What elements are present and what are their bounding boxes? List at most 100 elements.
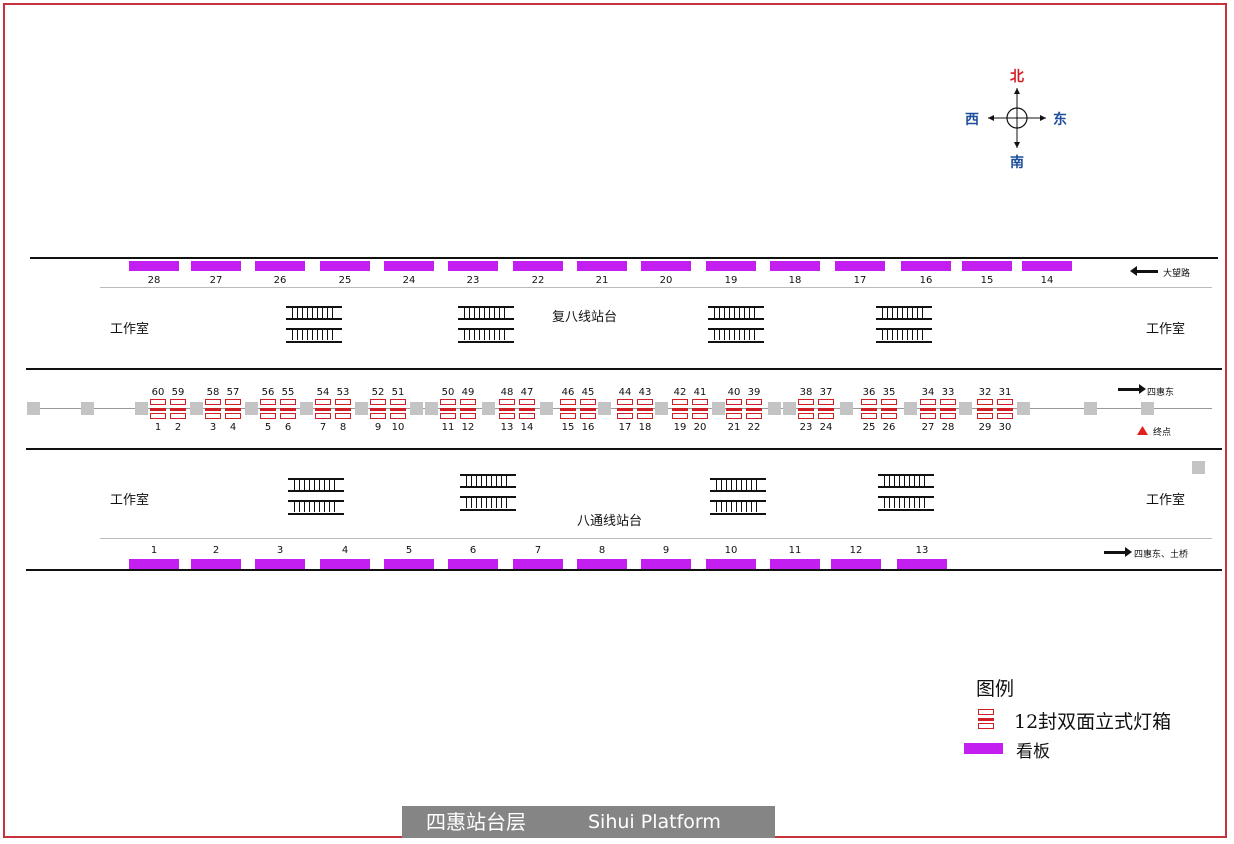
lightbox-number-bottom: 11 xyxy=(441,422,455,433)
north-platform-name: 复八线站台 xyxy=(552,310,618,325)
stairs-icon xyxy=(286,306,342,344)
lightbox-number-bottom: 4 xyxy=(229,422,237,433)
lightbox-icon xyxy=(519,399,535,419)
north-wall-line xyxy=(30,257,1218,259)
lightbox-number-bottom: 7 xyxy=(319,422,327,433)
pillar-square xyxy=(27,402,40,415)
lightbox-icon xyxy=(335,399,351,419)
pillar-square xyxy=(1192,461,1205,474)
billboard-legend-icon xyxy=(964,743,1003,754)
lightbox-number-bottom: 2 xyxy=(174,422,182,433)
billboard xyxy=(962,261,1012,271)
lightbox-number-top: 56 xyxy=(261,387,275,398)
lightbox-icon xyxy=(580,399,596,419)
lightbox-number-bottom: 23 xyxy=(799,422,813,433)
billboard xyxy=(1022,261,1072,271)
compass-east: 东 xyxy=(1053,112,1067,128)
lightbox-icon xyxy=(150,399,166,419)
billboard xyxy=(831,559,881,569)
lightbox-icon xyxy=(499,399,515,419)
legend-billboard-label: 看板 xyxy=(1016,742,1050,762)
lightbox-number-bottom: 20 xyxy=(693,422,707,433)
billboard xyxy=(384,261,434,271)
lightbox-icon xyxy=(315,399,331,419)
billboard xyxy=(577,261,627,271)
south-platform-name: 八通线站台 xyxy=(577,514,643,529)
stairs-icon xyxy=(710,478,766,516)
pillar-square xyxy=(355,402,368,415)
pillar-square xyxy=(245,402,258,415)
lightbox-number-top: 53 xyxy=(336,387,350,398)
lightbox-number-top: 55 xyxy=(281,387,295,398)
lightbox-icon xyxy=(746,399,762,419)
lightbox-number-top: 33 xyxy=(941,387,955,398)
billboard xyxy=(191,261,241,271)
lightbox-number-top: 44 xyxy=(618,387,632,398)
lightbox-icon xyxy=(637,399,653,419)
billboard-number: 22 xyxy=(531,275,545,286)
billboard xyxy=(255,559,305,569)
pillar-square xyxy=(135,402,148,415)
lightbox-number-top: 57 xyxy=(226,387,240,398)
north-right-room: 工作室 xyxy=(1146,322,1186,337)
lightbox-icon xyxy=(977,399,993,419)
lightbox-icon xyxy=(861,399,877,419)
billboard xyxy=(897,559,947,569)
billboard-number: 1 xyxy=(150,545,158,556)
stairs-icon xyxy=(878,474,934,512)
billboard-number: 20 xyxy=(659,275,673,286)
pillar-square xyxy=(300,402,313,415)
lightbox-number-top: 34 xyxy=(921,387,935,398)
billboard xyxy=(320,261,370,271)
north-platform-edge xyxy=(100,287,1212,288)
lightbox-number-top: 50 xyxy=(441,387,455,398)
lightbox-number-top: 59 xyxy=(171,387,185,398)
footer-title-bar: 四惠站台层 Sihui Platform xyxy=(402,806,775,838)
lightbox-icon xyxy=(205,399,221,419)
lightbox-number-bottom: 19 xyxy=(673,422,687,433)
pillar-square xyxy=(840,402,853,415)
billboard-number: 24 xyxy=(402,275,416,286)
lightbox-number-bottom: 12 xyxy=(461,422,475,433)
compass-south: 南 xyxy=(1010,155,1024,171)
lightbox-number-top: 58 xyxy=(206,387,220,398)
billboard-number: 16 xyxy=(919,275,933,286)
lightbox-number-top: 32 xyxy=(978,387,992,398)
lightbox-icon xyxy=(920,399,936,419)
lightbox-number-top: 42 xyxy=(673,387,687,398)
lightbox-icon xyxy=(818,399,834,419)
lightbox-icon xyxy=(726,399,742,419)
lightbox-icon xyxy=(672,399,688,419)
pillar-square xyxy=(655,402,668,415)
stairs-icon xyxy=(708,306,764,344)
lightbox-number-bottom: 3 xyxy=(209,422,217,433)
billboard xyxy=(129,559,179,569)
lightbox-number-top: 54 xyxy=(316,387,330,398)
lightbox-icon xyxy=(881,399,897,419)
footer-title-en: Sihui Platform xyxy=(588,811,721,833)
lightbox-number-bottom: 30 xyxy=(998,422,1012,433)
south-left-room: 工作室 xyxy=(110,493,150,508)
south-track-line xyxy=(26,448,1222,450)
billboard xyxy=(835,261,885,271)
lightbox-number-top: 49 xyxy=(461,387,475,398)
billboard xyxy=(770,559,820,569)
billboard xyxy=(901,261,951,271)
stairs-icon xyxy=(460,474,516,512)
lightbox-number-top: 37 xyxy=(819,387,833,398)
billboard-number: 15 xyxy=(980,275,994,286)
lightbox-icon xyxy=(260,399,276,419)
billboard-number: 12 xyxy=(849,545,863,556)
lightbox-icon xyxy=(940,399,956,419)
pillar-square xyxy=(425,402,438,415)
pillar-square xyxy=(410,402,423,415)
billboard xyxy=(577,559,627,569)
arrow-right-icon xyxy=(1118,384,1146,394)
lightbox-number-top: 60 xyxy=(151,387,165,398)
compass-west: 西 xyxy=(965,112,979,128)
lightbox-icon xyxy=(617,399,633,419)
billboard-number: 3 xyxy=(276,545,284,556)
lightbox-number-bottom: 13 xyxy=(500,422,514,433)
billboard-number: 19 xyxy=(724,275,738,286)
lightbox-number-top: 41 xyxy=(693,387,707,398)
